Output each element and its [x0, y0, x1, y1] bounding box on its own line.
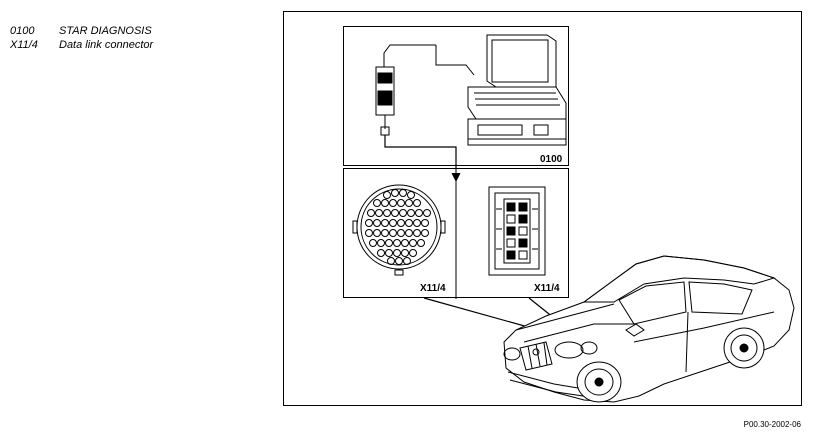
diagnosis-tool-panel: 0100 — [343, 26, 569, 187]
car-illustration — [423, 255, 795, 403]
legend: 0100 STAR DIAGNOSIS X11/4 Data link conn… — [10, 24, 153, 52]
legend-row: X11/4 Data link connector — [10, 38, 153, 52]
connector-round-label: X11/4 — [420, 283, 446, 294]
legend-code: X11/4 — [10, 39, 38, 51]
legend-description: STAR DIAGNOSIS — [59, 25, 152, 37]
connector-rect-label: X11/4 — [534, 283, 560, 294]
diagnosis-tool-drawing — [375, 34, 567, 187]
reference-code: P00.30-2002-06 — [743, 420, 801, 429]
legend-description: Data link connector — [59, 39, 154, 51]
legend-row: 0100 STAR DIAGNOSIS — [10, 24, 153, 38]
figure-frame: 0100 — [283, 11, 802, 406]
legend-code: 0100 — [10, 25, 35, 37]
tool-label: 0100 — [540, 154, 563, 165]
connector-panel: X11/4 X11/4 — [343, 168, 569, 299]
connector-drawing — [352, 169, 546, 299]
